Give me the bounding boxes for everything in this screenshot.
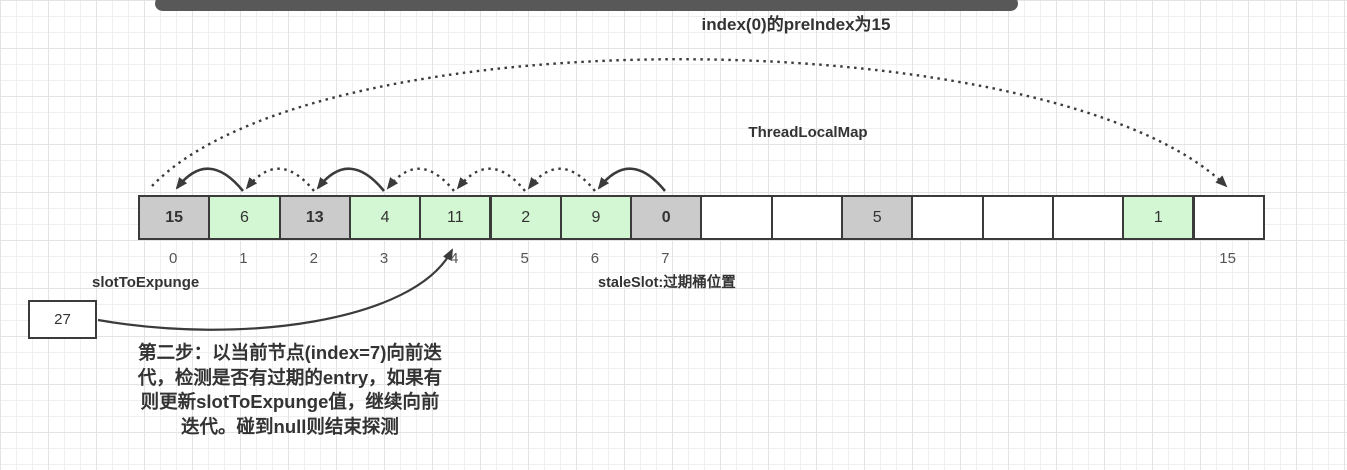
stale-slot-label: staleSlot:过期桶位置	[598, 275, 736, 291]
index-label-7: 7	[661, 250, 670, 267]
threadlocalmap-label: ThreadLocalMap	[748, 124, 868, 141]
array-cell-8	[700, 195, 773, 240]
index-label-0: 0	[168, 250, 178, 267]
arc-2-to-1-dotted	[245, 167, 315, 192]
step-note-line: 迭代。碰到null则结束探测	[181, 415, 399, 437]
arc-4-to-3-dotted	[386, 167, 455, 192]
index-label-3: 3	[379, 250, 389, 267]
diagram-title: index(0)的preIndex为15	[701, 15, 891, 34]
arc-index0-to-index15	[151, 58, 1228, 188]
array-cell-11	[911, 195, 984, 240]
array-cell-12	[981, 195, 1054, 240]
array-cell-6: 9	[559, 195, 633, 240]
arc-7-to-6-solid	[597, 167, 667, 192]
array-cell-9	[770, 195, 843, 240]
array-cell-13	[1051, 195, 1125, 240]
array-cell-2: 13	[278, 195, 351, 240]
step-note-line: 第二步：以当前节点(index=7)向前迭	[138, 342, 442, 363]
pointer-value-box: 27	[28, 300, 97, 339]
array-cell-0: 15	[138, 195, 211, 240]
index-label-2: 2	[309, 250, 318, 267]
step-note-line: 则更新slotToExpunge值，继续向前	[140, 391, 440, 412]
array-cell-4: 11	[419, 195, 492, 240]
array-cell-7: 0	[630, 195, 703, 240]
step-note: 第二步：以当前节点(index=7)向前迭 代，检测是否有过期的entry，如果…	[118, 341, 462, 439]
window-title-bar	[155, 0, 1018, 11]
array-cell-1: 6	[208, 195, 281, 240]
array-cell-5: 2	[489, 195, 562, 240]
array-cell-15	[1192, 195, 1265, 240]
index-label-1: 1	[239, 250, 248, 267]
array-cell-14: 1	[1122, 195, 1195, 240]
index-label-15: 15	[1219, 250, 1236, 267]
array-cell-3: 4	[348, 195, 422, 240]
arc-1-to-0-solid	[175, 167, 245, 192]
arc-6-to-5-dotted	[527, 167, 596, 192]
index-label-4: 4	[450, 250, 459, 267]
slot-to-expunge-label: slotToExpunge	[92, 274, 200, 291]
index-label-5: 5	[520, 250, 529, 267]
arc-3-to-2-solid	[316, 167, 386, 192]
step-note-line: 代，检测是否有过期的entry，如果有	[137, 366, 443, 388]
arc-5-to-4-dotted	[456, 167, 526, 192]
array-cell-10: 5	[841, 195, 914, 240]
index-label-6: 6	[590, 250, 600, 267]
